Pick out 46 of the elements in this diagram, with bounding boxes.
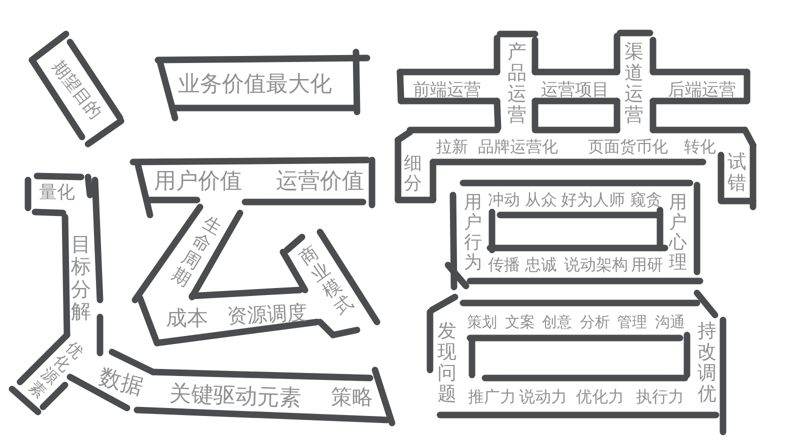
keyword-text: 窥贪 bbox=[630, 192, 662, 208]
vertical-keyword-text: 优化源素 bbox=[25, 337, 87, 402]
keyword-text: 期望目的 bbox=[48, 58, 104, 122]
keyword-text: 忠诚 bbox=[525, 257, 557, 273]
keyword-text: 关键驱动元素 bbox=[168, 384, 302, 410]
vertical-keyword-text: 产品运营 bbox=[506, 42, 528, 127]
keyword-text: 量化 bbox=[39, 184, 75, 202]
vertical-keyword-text: 用户心理 bbox=[668, 192, 688, 274]
keyword-text: 好为人师 bbox=[561, 192, 625, 208]
keyword-text: 文案 bbox=[505, 314, 535, 330]
keyword-text: 管理 bbox=[617, 314, 647, 330]
keyword-text: 运营项目 bbox=[541, 82, 609, 98]
keyword-text: 业务价值最大化 bbox=[178, 74, 332, 96]
keyword-text: 优化力 bbox=[576, 389, 624, 405]
keyword-text: 成本 bbox=[166, 308, 208, 328]
keyword-text: 页面货币化 bbox=[588, 139, 668, 155]
keyword-text: 转化 bbox=[684, 139, 716, 155]
vertical-keyword-text: 渠道运营 bbox=[624, 42, 644, 127]
keyword-text: 传播 bbox=[488, 257, 520, 273]
keyword-text: 沟通 bbox=[655, 314, 685, 330]
keyword-text: 品牌运营化 bbox=[478, 139, 558, 155]
keyword-text: 数据 bbox=[96, 366, 146, 400]
vertical-keyword-text: 持改调优 bbox=[696, 320, 718, 406]
keyword-text: 前端运营 bbox=[413, 82, 481, 98]
keyword-text: 策划 bbox=[467, 314, 497, 330]
vertical-keyword-text: 发现问题 bbox=[436, 320, 458, 406]
keyword-text: 推广力 bbox=[468, 389, 516, 405]
vertical-keyword-text: 目标分解 bbox=[70, 233, 92, 323]
keyword-text: 资源调度 bbox=[226, 302, 308, 326]
keyword-text: 创意 bbox=[542, 314, 572, 330]
keyword-text: 说动力 bbox=[519, 389, 567, 405]
keyword-text: 执行力 bbox=[636, 389, 684, 405]
keyword-text: 从众 bbox=[525, 192, 557, 208]
keyword-text: 策略 bbox=[331, 386, 373, 408]
keyword-text: 拉新 bbox=[436, 139, 468, 155]
keyword-text: 分析 bbox=[580, 314, 610, 330]
keyword-text: 后端运营 bbox=[668, 82, 736, 98]
keyword-text: 运营价值 bbox=[276, 171, 364, 193]
vertical-keyword-text: 用户行为 bbox=[463, 192, 483, 274]
vertical-keyword-text: 生命周期 bbox=[166, 212, 226, 292]
keyword-text: 用研 bbox=[631, 257, 663, 273]
vertical-keyword-text: 试错 bbox=[726, 152, 748, 194]
keyword-text: 说动架构 bbox=[564, 257, 628, 273]
keyword-text: 用户价值 bbox=[154, 171, 242, 193]
vertical-keyword-text: 细分 bbox=[403, 154, 423, 194]
keyword-text: 冲动 bbox=[488, 192, 520, 208]
